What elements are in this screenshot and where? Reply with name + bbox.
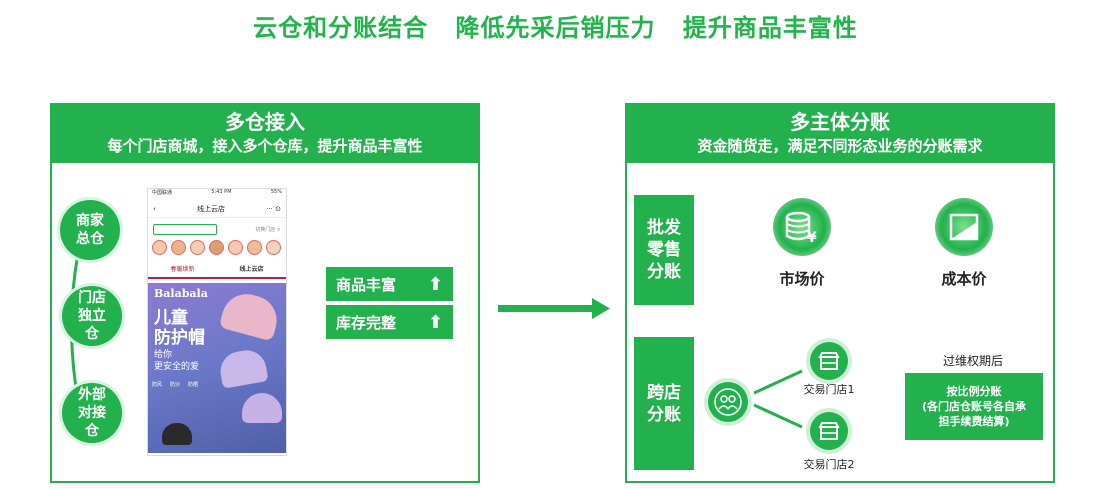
carrier-text: 中国联通 <box>152 190 173 196</box>
shop-title: 线上云店 <box>197 205 226 213</box>
battery-text: 55% <box>270 189 282 195</box>
switch-store-link[interactable]: 切换门店 > <box>255 226 281 233</box>
multi-warehouse-panel: 多仓接入 每个门店商城，接入多个仓库，提升商品丰富性 <box>50 103 480 483</box>
location-row: 切换门店 > <box>148 222 286 236</box>
benefit-label: 商品丰富 <box>336 275 397 294</box>
store-connectors <box>753 369 803 429</box>
split-subheading: 资金随货走，满足不同形态业务的分账需求 <box>697 137 983 155</box>
brand-text: Balabala <box>154 287 208 300</box>
split-header: 多主体分账 资金随货走，满足不同形态业务的分账需求 <box>627 105 1053 163</box>
avatar[interactable] <box>209 240 224 255</box>
avatar[interactable] <box>171 240 186 255</box>
product-name-2: 防护帽 <box>154 328 205 348</box>
store-1-label: 交易门店1 <box>803 383 855 396</box>
menu-icon[interactable]: ··· ⊙ <box>266 205 281 213</box>
page-title: 云仓和分账结合 降低先采后销压力 提升商品丰富性 <box>253 14 858 42</box>
cost-price-label: 成本价 <box>941 270 987 288</box>
arrow-up-icon: ⬆ <box>427 311 443 333</box>
multi-warehouse-heading: 多仓接入 <box>225 110 305 134</box>
multi-warehouse-header: 多仓接入 每个门店商城，接入多个仓库，提升商品丰富性 <box>52 105 478 163</box>
store-icon <box>810 412 848 450</box>
store-icon <box>810 342 848 380</box>
tab-spring[interactable]: 春暖焕新 <box>170 265 195 273</box>
feature-list: 防风 防沙 防晒 <box>152 381 198 388</box>
avatar[interactable] <box>266 240 281 255</box>
store-2-label: 交易门店2 <box>803 458 855 471</box>
hat-image-top <box>218 288 283 342</box>
tagline-2: 更安全的爱 <box>154 362 200 372</box>
phone-tabs: 春暖焕新 线上云店 <box>148 259 286 279</box>
product-banner[interactable]: Balabala 儿童 防护帽 给你 更安全的爱 防风 防沙 防晒 <box>148 283 286 453</box>
hat-image-bottom <box>242 393 282 423</box>
proportional-split-box: 按比例分账 (各门店仓账号各自承 担手续费结算) <box>905 373 1043 440</box>
svg-text:¥: ¥ <box>807 230 817 246</box>
arrow-right-icon <box>498 298 610 319</box>
benefit-rich-goods: 商品丰富 ⬆ <box>326 267 453 301</box>
multi-entity-split-panel: 多主体分账 资金随货走，满足不同形态业务的分账需求 <box>625 103 1055 483</box>
multi-warehouse-subheading: 每个门店商城，接入多个仓库，提升商品丰富性 <box>107 137 423 155</box>
trend-chart-icon <box>935 198 993 256</box>
cross-store-split-label: 跨店 分账 <box>634 337 694 470</box>
arrow-up-icon: ⬆ <box>427 273 443 295</box>
location-field[interactable] <box>153 223 217 235</box>
avatar[interactable] <box>152 240 167 255</box>
warehouse-external: 外部 对接 仓 <box>62 383 122 443</box>
phone-status-bar: 中国联通 5:43 PM 55% <box>148 189 286 201</box>
hat-image-dark <box>162 423 192 445</box>
users-group-icon <box>708 382 748 422</box>
feature-item: 防沙 <box>170 382 181 388</box>
hat-image-mid <box>217 347 269 389</box>
benefit-label: 库存完整 <box>336 313 397 332</box>
split-heading: 多主体分账 <box>790 110 890 134</box>
feature-item: 防风 <box>152 382 163 388</box>
tagline-1: 给你 <box>154 350 173 360</box>
warehouse-main: 商家 总仓 <box>60 200 120 260</box>
avatar[interactable] <box>228 240 243 255</box>
wholesale-retail-split-label: 批发 零售 分账 <box>634 195 694 305</box>
after-dispute-period-label: 过维权期后 <box>942 354 1003 368</box>
benefit-full-stock: 库存完整 ⬆ <box>326 305 453 339</box>
time-text: 5:43 PM <box>211 189 232 195</box>
avatar[interactable] <box>247 240 262 255</box>
avatar-row <box>148 236 286 259</box>
avatar[interactable] <box>190 240 205 255</box>
market-price-label: 市场价 <box>779 270 825 288</box>
product-name-1: 儿童 <box>154 308 188 328</box>
back-icon[interactable]: ‹ <box>153 205 156 213</box>
tab-online-store[interactable]: 线上云店 <box>239 265 264 273</box>
phone-nav-bar: ‹ 线上云店 ··· ⊙ <box>148 201 286 218</box>
feature-item: 防晒 <box>188 382 199 388</box>
warehouse-store: 门店 独立 仓 <box>62 286 122 346</box>
phone-screenshot: 中国联通 5:43 PM 55% ‹ 线上云店 ··· ⊙ 切换门店 > 春暖焕… <box>147 188 287 456</box>
database-money-icon: ¥ <box>773 198 831 256</box>
